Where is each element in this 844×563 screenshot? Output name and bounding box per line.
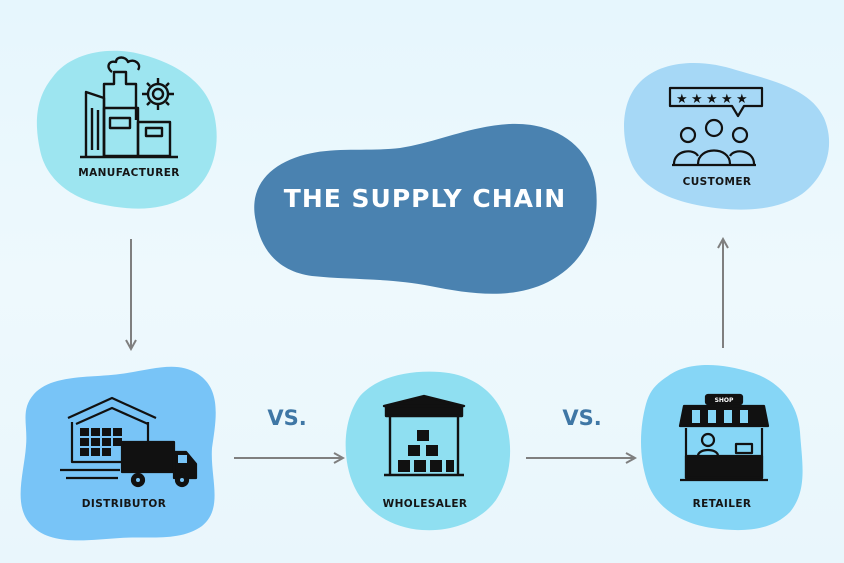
wholesale-warehouse-icon <box>382 394 466 477</box>
factory-icon <box>80 56 178 159</box>
wholesaler-label: WHOLESALER <box>382 498 468 510</box>
vs-label-left: VS. <box>267 406 307 430</box>
retailer-label: RETAILER <box>692 498 752 510</box>
shop-stall-icon <box>678 393 770 482</box>
svg-text:★: ★ <box>691 92 703 107</box>
svg-text:★: ★ <box>736 92 748 107</box>
svg-text:★: ★ <box>706 92 718 107</box>
customer-review-icon: ★★★ ★★ <box>668 86 764 167</box>
customer-blob <box>624 62 830 210</box>
manufacturer-blob <box>36 50 217 209</box>
diagram-title: THE SUPPLY CHAIN <box>283 184 567 213</box>
distributor-label: DISTRIBUTOR <box>81 498 167 510</box>
shop-sign-text: SHOP <box>715 397 734 404</box>
distributor-blob <box>20 366 216 541</box>
svg-text:★: ★ <box>721 92 733 107</box>
customer-label: CUSTOMER <box>682 176 752 188</box>
svg-text:★: ★ <box>676 92 688 107</box>
warehouse-truck-icon <box>60 396 198 488</box>
title-blob <box>254 123 597 294</box>
manufacturer-label: MANUFACTURER <box>78 167 180 179</box>
vs-label-right: VS. <box>562 406 602 430</box>
